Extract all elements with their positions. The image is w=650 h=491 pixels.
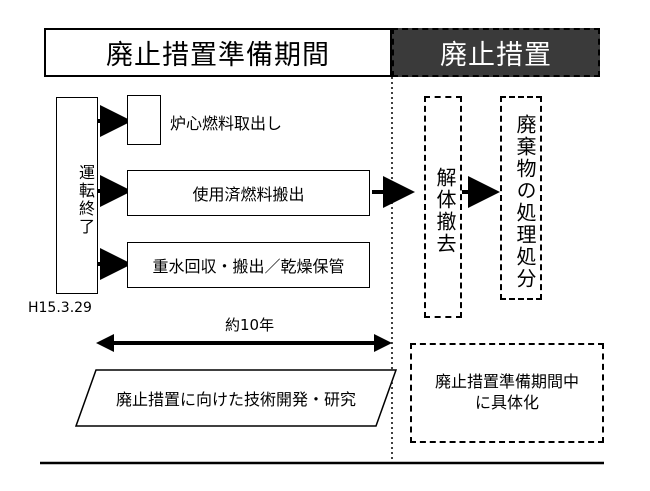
preparation-period-header: 廃止措置準備期間	[44, 28, 392, 77]
waste-box: 廃棄物の処理処分	[500, 96, 542, 300]
spent-fuel-label: 使用済燃料搬出	[192, 185, 305, 204]
duration-arrow-right-head	[374, 334, 392, 352]
rnd-label-container: 廃止措置に向けた技術開発・研究	[86, 370, 386, 426]
spent-fuel-box: 使用済燃料搬出	[127, 170, 370, 216]
duration-label: 約10年	[225, 316, 275, 334]
dismantling-box: 解体撤去	[424, 96, 462, 318]
decommissioning-header: 廃止措置	[392, 28, 600, 77]
operation-end-box: 運転終了	[56, 97, 98, 294]
operation-end-date: H15.3.29	[28, 300, 92, 316]
heavy-water-box: 重水回収・搬出／乾燥保管	[127, 242, 370, 288]
waste-label: 廃棄物の処理処分	[513, 114, 537, 290]
duration-arrow-left-head	[96, 334, 114, 352]
concretize-note-line1: 廃止措置準備期間中	[434, 372, 579, 392]
concretize-note-line2: に具体化	[474, 393, 539, 412]
preparation-period-title: 廃止措置準備期間	[106, 40, 330, 71]
operation-end-label: 運転終了	[76, 163, 95, 236]
dismantling-label: 解体撤去	[433, 167, 457, 255]
rnd-label: 廃止措置に向けた技術開発・研究	[115, 390, 356, 409]
rnd-parallelogram	[74, 369, 398, 427]
heavy-water-label: 重水回収・搬出／乾燥保管	[152, 257, 345, 276]
fuel-removal-box	[127, 95, 161, 145]
concretize-note-box: 廃止措置準備期間中 に具体化	[410, 343, 604, 443]
fuel-removal-label: 炉心燃料取出し	[170, 114, 283, 133]
decommissioning-title: 廃止措置	[440, 40, 552, 71]
